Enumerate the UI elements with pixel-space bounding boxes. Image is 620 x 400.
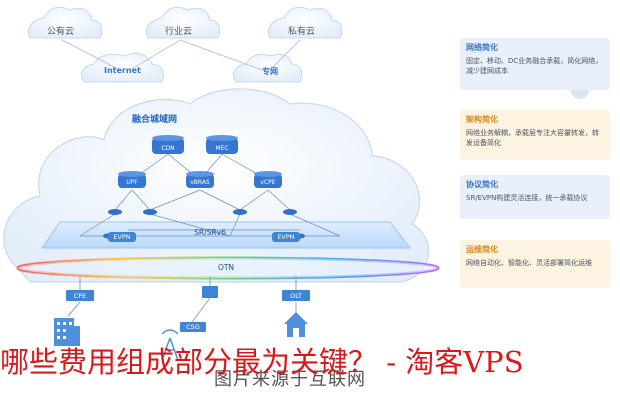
side-panel-text: SR/EVPN构建灵活连接，统一承载协议 [466, 194, 588, 202]
side-panel-title: 运维简化 [466, 245, 498, 254]
label-internet: Internet [104, 66, 141, 75]
label-private-cloud: 私有云 [288, 27, 316, 37]
label-vbras: vBRAS [190, 179, 210, 186]
overlay-title: 哪些费用组成部分最为关键？ - 淘客VPS [0, 345, 524, 379]
mec-server-icon [206, 135, 238, 154]
cpe-device-icon [66, 290, 94, 301]
building-icon [54, 318, 80, 346]
label-olt: OLT [290, 292, 302, 300]
top-cloud-public [28, 6, 103, 39]
label-industry-cloud: 行业云 [165, 27, 193, 37]
side-panel-title: 架构简化 [466, 115, 498, 124]
label-cpe: CPE [73, 292, 87, 300]
main-cloud-title: 融合城域网 [132, 115, 178, 125]
label-private-network: 专网 [262, 67, 278, 76]
side-panel-text: 固定、移动、DC业务融合承载，简化网络，减少建网成本 [466, 57, 603, 75]
top-cloud-private [268, 6, 343, 39]
label-evpn-left: EVPN [108, 232, 136, 242]
side-panel-architecture: 架构简化 网络业务解耦，承载层专注大容量转发，转发设备简化 [460, 110, 610, 160]
side-panel-operations: 运维简化 网络自动化、智能化、灵活部署简化运维 [460, 240, 610, 288]
side-panel-title: 网络简化 [466, 43, 498, 52]
csg-device-icon [180, 322, 206, 332]
olt-device-icon [282, 290, 310, 301]
upf-server-icon [118, 171, 146, 188]
label-csg: CSG [186, 323, 200, 331]
mid-cloud-private-net [233, 53, 303, 83]
cdn-server-icon [152, 135, 184, 154]
side-panel-title: 协议简化 [466, 180, 498, 189]
side-panel-text: 网络自动化、智能化、灵活部署简化运维 [466, 259, 592, 267]
vbras-server-icon [186, 171, 214, 188]
side-panel-text: 网络业务解耦，承载层专注大容量转发，转发设备简化 [466, 129, 599, 147]
side-panel-protocol: 协议简化 SR/EVPN构建灵活连接，统一承载协议 [460, 175, 610, 219]
label-mec: MEC [215, 145, 229, 152]
house-icon [284, 312, 308, 337]
main-cloud [3, 88, 429, 283]
label-upf: UPF [126, 179, 138, 186]
vcpe-server-icon [254, 171, 282, 188]
image-caption: 图片来源于互联网 [214, 369, 366, 390]
tower-icon [161, 329, 179, 361]
switch-device-icon [202, 286, 218, 298]
label-srv6: SR/SRv6 [194, 228, 226, 237]
label-public-cloud: 公有云 [47, 27, 75, 37]
side-panel-network: 网络简化 固定、移动、DC业务融合承载，简化网络，减少建网成本 [460, 38, 610, 90]
label-evpn-right: EVPN [272, 232, 300, 242]
label-otn: OTN [217, 263, 235, 272]
top-cloud-industry [146, 6, 221, 39]
label-vcpe: vCPE [260, 179, 276, 186]
label-cdn: CDN [161, 145, 175, 152]
